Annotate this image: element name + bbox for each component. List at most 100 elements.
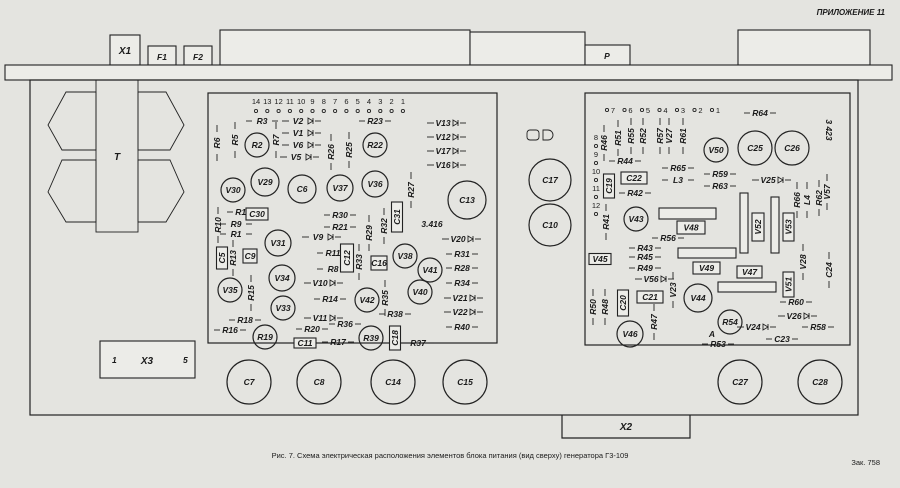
right-board-r60: R60: [780, 297, 812, 307]
left-board-v31-label: V31: [270, 238, 285, 248]
left-board-v21-label: V21: [452, 293, 467, 303]
left-board-v42-label: V42: [359, 295, 374, 305]
left-board-v21: V21: [444, 293, 483, 303]
left-board-c30: C30: [245, 207, 269, 221]
left-board-v10: V10: [304, 278, 343, 288]
left-board-r38-label: R38: [387, 309, 403, 319]
right-board-pin-label: 9: [594, 150, 598, 159]
middle-c17: C17: [528, 158, 572, 202]
left-board-r40-label: R40: [454, 322, 470, 332]
connector-p: P: [584, 44, 631, 66]
diode-icon: [329, 279, 336, 287]
right-board-v53: V53: [770, 196, 795, 254]
right-board-r43-label: R43: [637, 243, 653, 253]
diode-icon: [803, 312, 810, 320]
right-board-r54-label: R54: [722, 317, 738, 327]
right-board-pin-label: 6: [628, 106, 632, 115]
right-board-r48-label: R48: [600, 299, 610, 315]
left-board-v12-label: V12: [435, 132, 450, 142]
left-board-r39-label: R39: [363, 333, 379, 343]
left-board-v9: V9: [302, 232, 341, 242]
right-board-r63-label: R63: [712, 181, 728, 191]
right-board-r55: R55: [626, 118, 636, 154]
right-board-r44: R44: [609, 156, 641, 166]
left-board-r14-label: R14: [322, 294, 338, 304]
left-board-v30-label: V30: [225, 185, 240, 195]
led-indicator-icon: [526, 129, 554, 141]
left-board-r28: R28: [446, 263, 478, 273]
left-board-r23-label: R23: [367, 116, 383, 126]
pin-pad: [657, 107, 662, 113]
right-board-r52: R52: [638, 118, 648, 154]
middle-c10: C10: [528, 203, 572, 247]
left-board-r27: R27: [406, 172, 416, 208]
left-board-r6: R6: [212, 125, 222, 161]
left-board-v41: V41: [417, 257, 443, 283]
left-board-r22: R22: [362, 132, 388, 158]
right-board-r47: R47: [649, 304, 659, 340]
left-board-r17-label: R17: [330, 337, 347, 347]
bottom-c27: C27: [717, 359, 763, 405]
right-board-v23: V23: [668, 272, 678, 308]
pin-pad: [593, 143, 599, 149]
left-board-outline: [207, 92, 498, 344]
right-board-l4: L4: [802, 182, 812, 218]
pin-pad: [709, 107, 715, 113]
right-board-v47-label: V47: [742, 267, 758, 277]
left-board-r34-label: R34: [454, 278, 470, 288]
pin-pad: [400, 108, 405, 114]
left-board-r7-label: R7: [271, 133, 281, 145]
left-board-r2-label: R2: [252, 140, 263, 150]
left-board-r18-label: R18: [237, 315, 253, 325]
left-board-r26-label: R26: [326, 144, 336, 160]
left-board-r36: R36: [329, 319, 361, 329]
pin-pad: [622, 107, 627, 113]
right-board-c26: C26: [774, 130, 810, 166]
left-board-r34: R34: [446, 278, 478, 288]
fuse-f2: F2: [183, 45, 213, 66]
right-board-r52-label: R52: [638, 128, 648, 144]
left-board-c12: C12: [339, 243, 355, 273]
top-block-right: [737, 29, 871, 66]
right-board-l3: L3: [662, 175, 694, 185]
right-board-r57: R57: [655, 118, 665, 154]
left-board-v40-label: V40: [412, 287, 427, 297]
x3-label: X3: [140, 356, 154, 367]
right-board-v26: V26: [778, 311, 817, 321]
pin-pad: [692, 107, 697, 113]
left-board-v13: V13: [427, 118, 466, 128]
top-rail: [4, 64, 893, 81]
left-board-r36-label: R36: [337, 319, 353, 329]
left-board-r1: R1: [220, 229, 252, 239]
right-board-c25-label: C25: [747, 143, 763, 153]
left-board-r37: R37: [402, 338, 434, 348]
figure-caption: Рис. 7. Схема электрическая расположения…: [272, 451, 629, 460]
left-board-r21-label: R21: [332, 222, 348, 232]
left-board-r27-label: R27: [406, 181, 416, 198]
left-board-r25-label: R25: [344, 142, 354, 158]
left-board-v20: V20: [442, 234, 481, 244]
pin-pad: [639, 107, 645, 113]
left-board-r9-label: R9: [231, 219, 242, 229]
right-board-c20: C20: [616, 289, 630, 317]
pin-pad: [253, 108, 259, 114]
right-board-l3-label: L3: [673, 175, 683, 185]
left-board-r14: R14: [314, 294, 346, 304]
right-board-r53-label: R53: [710, 339, 726, 349]
right-board-r66: R66: [792, 182, 802, 218]
diode-icon: [452, 133, 459, 141]
diode-icon: [660, 275, 667, 283]
left-board-v17: V17: [427, 146, 466, 156]
right-board-v50-label: V50: [708, 145, 723, 155]
left-board-v6: V6: [282, 140, 321, 150]
x1-label: X1: [118, 46, 132, 57]
left-board-c9-label: C9: [245, 251, 256, 261]
right-board-c21: C21: [636, 290, 664, 304]
right-board-v25: V25: [752, 175, 791, 185]
right-board-pin-label: 12: [592, 201, 600, 210]
left-board-v38-label: V38: [397, 251, 412, 261]
x3-pin-left: 1: [112, 355, 117, 365]
right-board-v48: V48: [658, 207, 717, 235]
connector-x2: X2: [561, 415, 691, 439]
